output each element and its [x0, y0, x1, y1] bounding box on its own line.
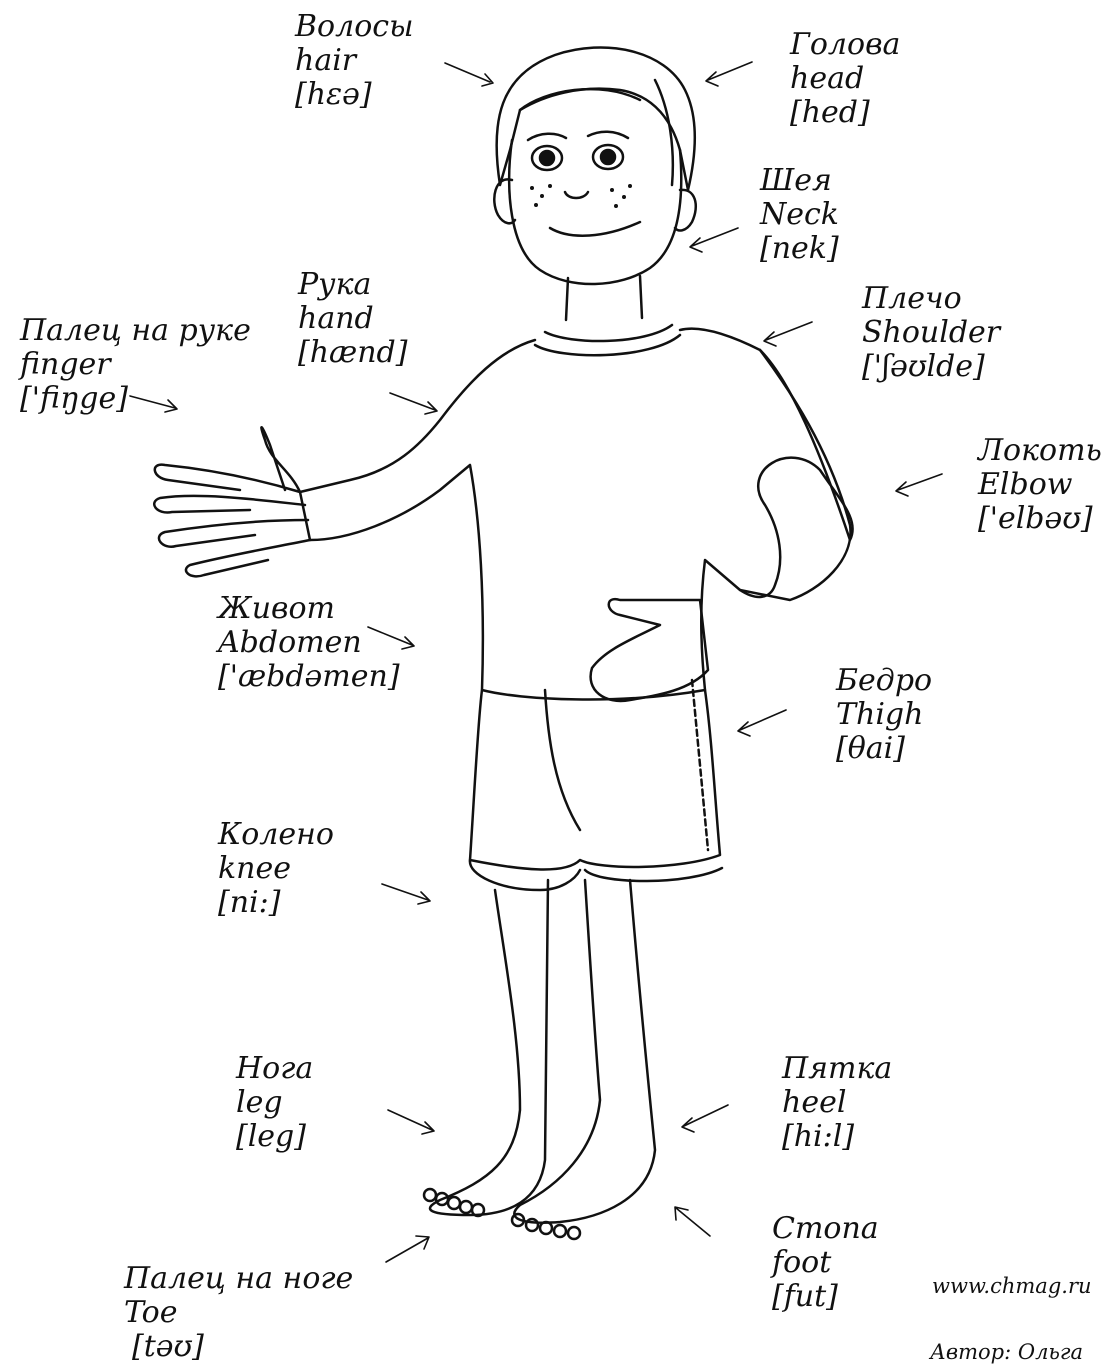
label-hand-ru: Рука — [298, 268, 407, 302]
label-head-ipa: [hed] — [790, 96, 900, 130]
label-abdomen-ipa: ['æbdəmen] — [218, 660, 400, 694]
label-hand-en: hand — [298, 302, 407, 336]
arrow-head — [706, 62, 752, 86]
label-heel-ru: Пятка — [782, 1052, 892, 1086]
left-arm — [740, 350, 850, 600]
label-thigh-ru: Бедро — [836, 664, 932, 698]
label-leg-ru: Нога — [236, 1052, 313, 1086]
label-thigh-ipa: [θai] — [836, 732, 932, 766]
label-hair: Волосы hair [hɛə] — [295, 10, 414, 112]
label-neck-ru: Шея — [760, 164, 839, 198]
label-shoulder-ru: Плечо — [862, 282, 1000, 316]
arrow-leg — [388, 1110, 434, 1134]
label-head-ru: Голова — [790, 28, 900, 62]
label-hair-ipa: [hɛə] — [295, 78, 414, 112]
label-thigh-en: Thigh — [836, 698, 932, 732]
label-knee-en: knee — [218, 852, 334, 886]
label-thigh: Бедро Thigh [θai] — [836, 664, 932, 766]
label-leg: Нога leg [leg] — [236, 1052, 313, 1154]
label-finger-en: finger — [20, 348, 251, 382]
label-foot-ipa: [fut] — [772, 1280, 879, 1314]
arrow-foot — [675, 1207, 710, 1236]
label-head: Голова head [hed] — [790, 28, 900, 130]
label-finger-ipa: ['fiŋge] — [20, 382, 251, 416]
label-foot: Стопа foot [fut] — [772, 1212, 879, 1314]
label-foot-en: foot — [772, 1246, 879, 1280]
arrow-elbow — [896, 474, 942, 496]
label-abdomen-en: Abdomen — [218, 626, 400, 660]
label-elbow-ru: Локоть — [978, 434, 1102, 468]
label-knee-ipa: [ni:] — [218, 886, 334, 920]
label-shoulder-en: Shoulder — [862, 316, 1000, 350]
label-foot-ru: Стопа — [772, 1212, 879, 1246]
label-toe-ru: Палец на ноге — [124, 1262, 353, 1296]
arrow-thigh — [738, 710, 786, 736]
right-leg — [514, 880, 655, 1223]
arrow-hand — [390, 393, 437, 414]
label-finger-ru: Палец на руке — [20, 314, 251, 348]
left-leg — [430, 880, 548, 1215]
website-credit: www.chmag.ru — [932, 1274, 1092, 1298]
label-abdomen-ru: Живот — [218, 592, 400, 626]
collar — [535, 325, 680, 355]
arrow-toe — [386, 1236, 429, 1262]
arrow-shoulder — [764, 322, 812, 346]
label-knee: Колено knee [ni:] — [218, 818, 334, 920]
label-knee-ru: Колено — [218, 818, 334, 852]
arrow-hair — [445, 63, 493, 86]
label-toe-en: Toe — [124, 1296, 353, 1330]
arrow-knee — [382, 884, 430, 904]
author-credit: Автор: Ольга — [930, 1340, 1083, 1364]
label-toe-ipa: [təʊ] — [124, 1330, 353, 1364]
hair-outline — [497, 48, 695, 190]
label-elbow: Локоть Elbow ['elbəʊ] — [978, 434, 1102, 536]
shorts — [470, 690, 720, 869]
label-shoulder: Плечо Shoulder ['ʃəʊlde] — [862, 282, 1000, 384]
label-heel: Пятка heel [hi:l] — [782, 1052, 892, 1154]
label-leg-ipa: [leg] — [236, 1120, 313, 1154]
outstretched-hand — [154, 427, 310, 576]
arrow-neck — [690, 228, 738, 252]
label-heel-en: heel — [782, 1086, 892, 1120]
mouth — [550, 222, 640, 236]
label-hand: Рука hand [hænd] — [298, 268, 407, 370]
arrow-heel — [682, 1105, 728, 1132]
label-leg-en: leg — [236, 1086, 313, 1120]
label-neck-en: Neck — [760, 198, 839, 232]
label-hand-ipa: [hænd] — [298, 336, 407, 370]
label-elbow-ipa: ['elbəʊ] — [978, 502, 1102, 536]
label-shoulder-ipa: ['ʃəʊlde] — [862, 350, 1000, 384]
label-neck-ipa: [nek] — [760, 232, 839, 266]
label-finger: Палец на руке finger ['fiŋge] — [20, 314, 251, 416]
label-abdomen: Живот Abdomen ['æbdəmen] — [218, 592, 400, 694]
label-heel-ipa: [hi:l] — [782, 1120, 892, 1154]
label-elbow-en: Elbow — [978, 468, 1102, 502]
label-head-en: head — [790, 62, 900, 96]
freckles — [530, 184, 632, 208]
label-hair-en: hair — [295, 44, 414, 78]
label-toe: Палец на ноге Toe [təʊ] — [124, 1262, 353, 1364]
hip-hand — [591, 599, 708, 701]
label-hair-ru: Волосы — [295, 10, 414, 44]
label-neck: Шея Neck [nek] — [760, 164, 839, 266]
